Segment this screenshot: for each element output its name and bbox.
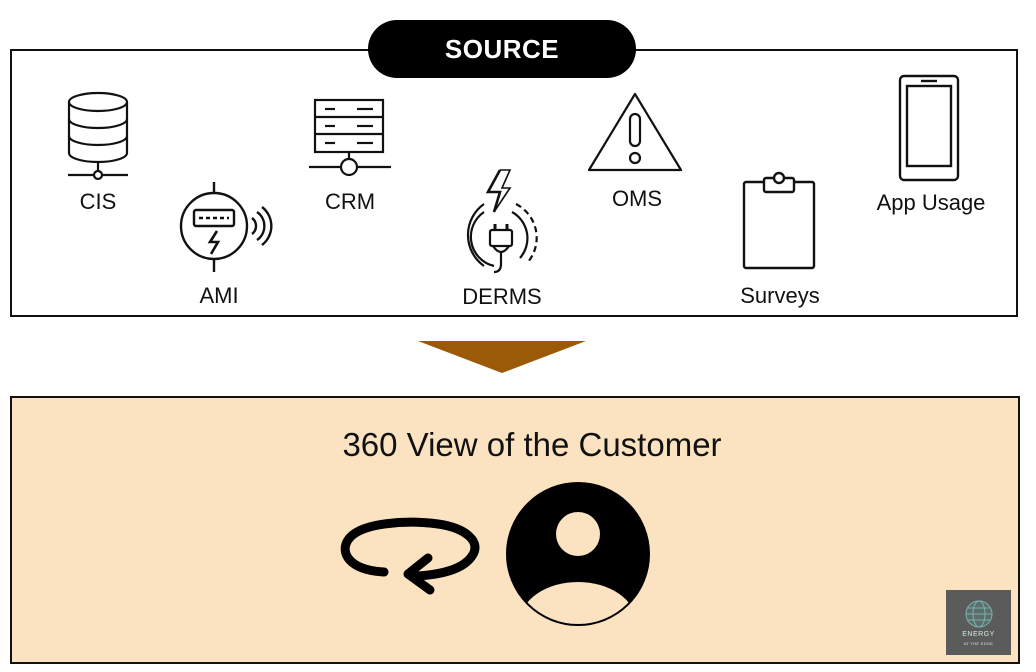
globe-icon bbox=[965, 600, 992, 628]
flow-arrow bbox=[418, 341, 586, 373]
energy-at-the-edge-logo: ENERGY AT THE EDGE bbox=[946, 590, 1011, 655]
smart-meter-icon bbox=[179, 182, 273, 272]
logo-subtitle: AT THE EDGE bbox=[963, 641, 994, 646]
logo-title: ENERGY bbox=[962, 631, 995, 638]
source-label-app-usage: App Usage bbox=[876, 190, 986, 215]
smartphone-icon bbox=[898, 74, 960, 182]
source-title: SOURCE bbox=[444, 33, 560, 64]
source-label-cis: CIS bbox=[79, 189, 117, 214]
server-rack-icon bbox=[309, 98, 391, 177]
warning-triangle-icon bbox=[587, 92, 683, 172]
source-label-derms: DERMS bbox=[462, 284, 542, 309]
user-circle-icon bbox=[506, 482, 650, 626]
source-panel bbox=[10, 49, 1018, 317]
source-title-pill: SOURCE bbox=[368, 20, 636, 78]
customer-view-title: 360 View of the Customer bbox=[342, 426, 722, 463]
source-label-surveys: Surveys bbox=[740, 283, 820, 308]
source-label-ami: AMI bbox=[199, 283, 239, 308]
source-label-oms: OMS bbox=[611, 186, 663, 211]
database-server-icon bbox=[67, 91, 129, 181]
clipboard-icon bbox=[742, 171, 816, 270]
source-label-crm: CRM bbox=[324, 189, 376, 214]
rotate-360-icon bbox=[340, 517, 480, 595]
plug-lightning-icon bbox=[466, 169, 538, 274]
